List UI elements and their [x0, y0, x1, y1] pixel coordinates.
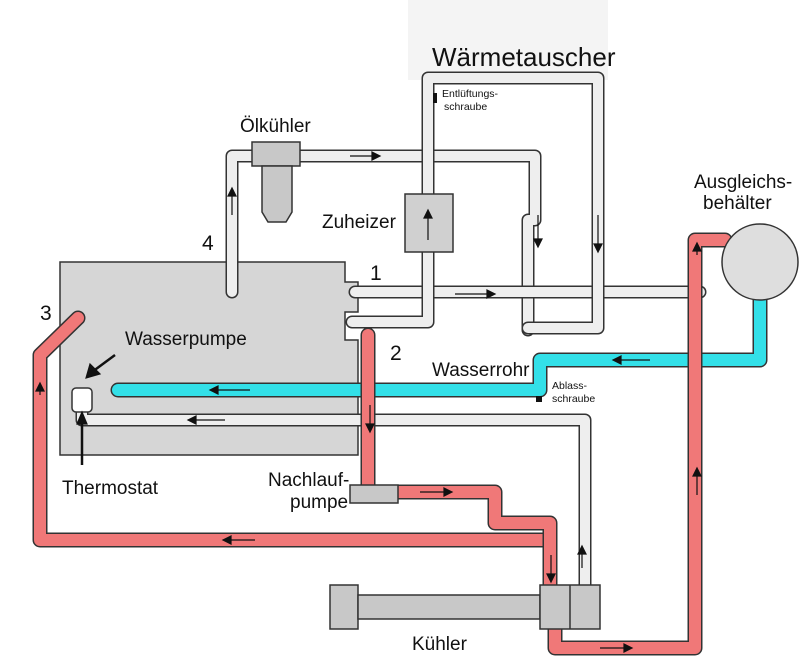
arrow-down-hx — [593, 215, 603, 254]
label-nachlauf-line1: Nachlauf- — [268, 470, 350, 491]
label-ablass-line1: Ablass- — [552, 380, 588, 392]
label-entlueftung: Entlüftungs- schraube — [442, 88, 498, 114]
zuheizer-box — [404, 193, 454, 253]
cold-pipes — [110, 290, 768, 398]
neutral-pipes — [75, 71, 707, 602]
arrow-left-bottom — [221, 535, 255, 545]
arrow-up-pipe3 — [35, 381, 45, 395]
label-wasserrohr: Wasserrohr — [432, 360, 530, 381]
label-thermostat: Thermostat — [62, 478, 159, 499]
radiator — [329, 584, 601, 630]
oil-cooler — [251, 141, 301, 223]
arrow-right-top — [350, 151, 382, 161]
label-zuheizer: Zuheizer — [322, 212, 396, 233]
flow-arrows — [35, 151, 702, 653]
arrow-down-radiator-in — [546, 555, 556, 584]
diagram-title: Wärmetauscher — [432, 42, 616, 72]
nachlauf-pump-box — [349, 484, 399, 504]
arrow-right-radiator-out — [600, 643, 634, 653]
expansion-tank — [721, 223, 799, 301]
hot-pipes — [32, 232, 733, 656]
label-entlueftung-line2: schraube — [444, 101, 488, 113]
arrow-up-riser-2 — [692, 241, 702, 255]
arrow-down-right — [533, 215, 543, 249]
marker-2: 2 — [390, 342, 402, 365]
label-ablass: Ablass- schraube — [552, 380, 595, 406]
arrow-up-riser — [692, 466, 702, 495]
thermostat-box — [71, 387, 93, 413]
arrow-left-wasserrohr-2 — [208, 385, 250, 395]
arrow-right-nachlauf — [420, 487, 454, 497]
drain-screw — [536, 396, 542, 402]
label-wasserpumpe: Wasserpumpe — [125, 329, 247, 350]
label-ablass-line2: schraube — [552, 393, 596, 405]
arrow-left-wasserrohr — [611, 355, 650, 365]
label-kuehler: Kühler — [412, 634, 467, 655]
arrow-up-pipe4 — [227, 186, 237, 215]
marker-4: 4 — [202, 232, 214, 255]
label-ausgleichs-line1: Ausgleichs- — [694, 172, 793, 193]
arrow-down-pipe2 — [365, 405, 375, 434]
label-nachlauf-line2: pumpe — [290, 492, 349, 513]
label-oelkuehler: Ölkühler — [240, 116, 311, 137]
engine-block — [59, 261, 359, 456]
label-ausgleichs-line2: behälter — [703, 193, 772, 214]
arrow-up-radiator-return — [577, 544, 587, 568]
heat-exchanger-area — [408, 0, 608, 80]
marker-3: 3 — [40, 302, 52, 325]
arrow-up-zuheizer — [423, 208, 433, 240]
marker-1: 1 — [370, 262, 382, 285]
label-entlueftung-line1: Entlüftungs- — [442, 88, 499, 100]
arrow-right-pipe1 — [455, 289, 497, 299]
bleed-screw — [433, 93, 437, 103]
arrow-left-return — [186, 415, 225, 425]
